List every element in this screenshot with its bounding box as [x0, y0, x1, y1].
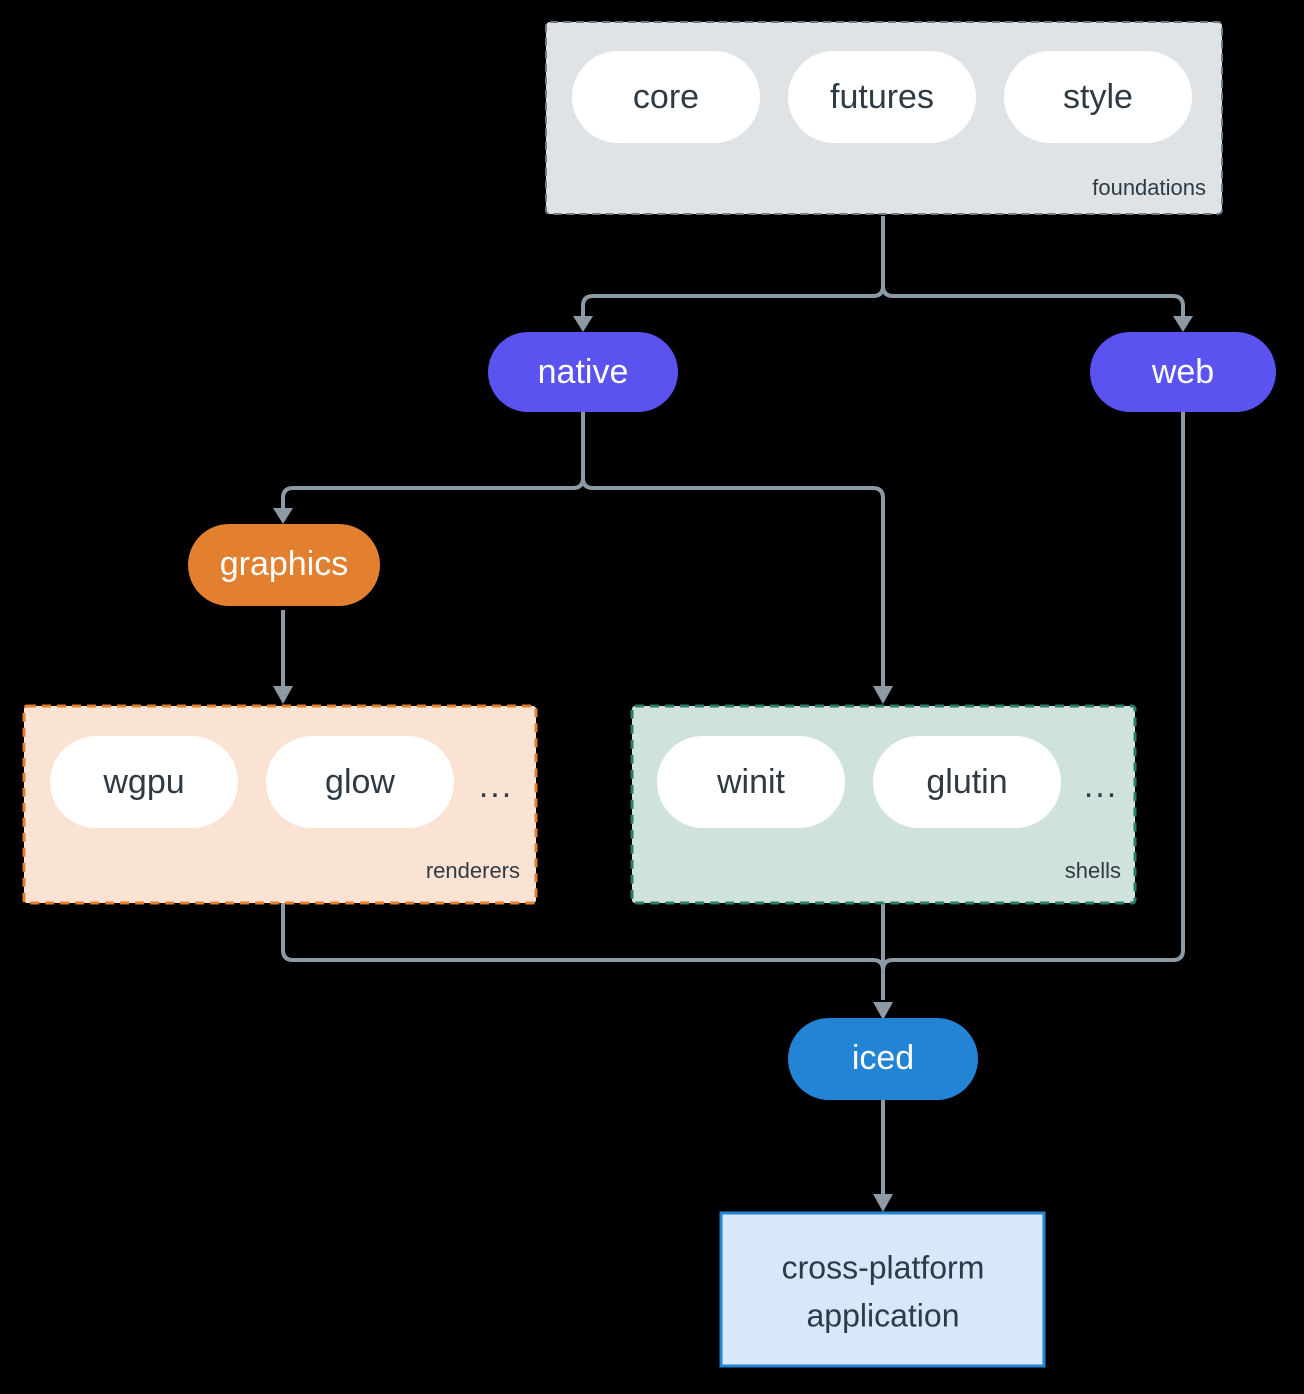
node-graphics-label: graphics — [220, 545, 349, 583]
edge-native-split-right — [581, 410, 885, 686]
shells-ellipsis: ... — [1084, 767, 1118, 805]
node-native-shape — [488, 332, 678, 412]
pill-futures-label: futures — [830, 78, 934, 116]
pill-glow[interactable]: glow — [266, 736, 454, 828]
group-renderers[interactable]: wgpu glow ... renderers — [22, 704, 538, 905]
edge-native-to-shells-head — [873, 686, 893, 704]
pill-style[interactable]: style — [1004, 51, 1192, 143]
pill-core[interactable]: core — [572, 51, 760, 143]
pill-style-shape — [1004, 51, 1192, 143]
pill-glutin-shape — [873, 736, 1061, 828]
pill-winit-shape — [657, 736, 845, 828]
edge-layer — [273, 216, 1193, 1212]
node-web-label: web — [1151, 353, 1214, 391]
pill-futures[interactable]: futures — [788, 51, 976, 143]
node-web[interactable]: web — [1090, 332, 1276, 412]
group-foundations-label: foundations — [1092, 175, 1206, 200]
edge-renderers-to-iced — [281, 903, 885, 1000]
edge-iced-to-application-head — [873, 1194, 893, 1212]
group-shells-label: shells — [1065, 858, 1121, 883]
pill-wgpu[interactable]: wgpu — [50, 736, 238, 828]
pill-wgpu-label: wgpu — [102, 763, 184, 801]
edge-web-to-iced — [881, 410, 1185, 1000]
edge-foundations-split — [581, 216, 885, 318]
pill-glow-label: glow — [325, 763, 395, 801]
pill-core-shape — [572, 51, 760, 143]
edge-to-iced-head — [873, 1002, 893, 1020]
edge-foundations-to-web — [881, 216, 1185, 318]
group-foundations[interactable]: core futures style foundations — [545, 21, 1223, 215]
node-graphics-shape — [188, 524, 380, 606]
pill-core-label: core — [633, 78, 699, 116]
node-iced[interactable]: iced — [788, 1018, 978, 1100]
node-graphics[interactable]: graphics — [188, 524, 380, 606]
node-iced-shape — [788, 1018, 978, 1100]
node-web-shape — [1090, 332, 1276, 412]
node-iced-label: iced — [852, 1039, 914, 1077]
node-cross-platform-application-shape — [719, 1211, 1046, 1368]
edge-graphics-to-renderers-head — [273, 686, 293, 704]
edge-native-to-graphics-head — [273, 508, 293, 524]
pill-glow-shape — [266, 736, 454, 828]
pill-style-label: style — [1063, 78, 1133, 116]
pill-glutin[interactable]: glutin — [873, 736, 1061, 828]
node-native[interactable]: native — [488, 332, 678, 412]
group-shells[interactable]: winit glutin ... shells — [630, 704, 1137, 905]
node-native-label: native — [538, 353, 629, 391]
pill-winit-label: winit — [716, 763, 786, 801]
pill-wgpu-shape — [50, 736, 238, 828]
pill-winit[interactable]: winit — [657, 736, 845, 828]
node-cross-platform-application-line2: application — [807, 1297, 960, 1333]
group-renderers-label: renderers — [426, 858, 520, 883]
edge-foundations-to-native-head — [573, 316, 593, 332]
pill-futures-shape — [788, 51, 976, 143]
node-cross-platform-application[interactable]: cross-platform application — [719, 1211, 1046, 1368]
edge-native-split-left — [281, 410, 585, 510]
pill-glutin-label: glutin — [926, 763, 1007, 801]
node-cross-platform-application-line1: cross-platform — [782, 1249, 985, 1285]
renderers-ellipsis: ... — [479, 767, 513, 805]
edge-foundations-to-web-head — [1173, 316, 1193, 332]
